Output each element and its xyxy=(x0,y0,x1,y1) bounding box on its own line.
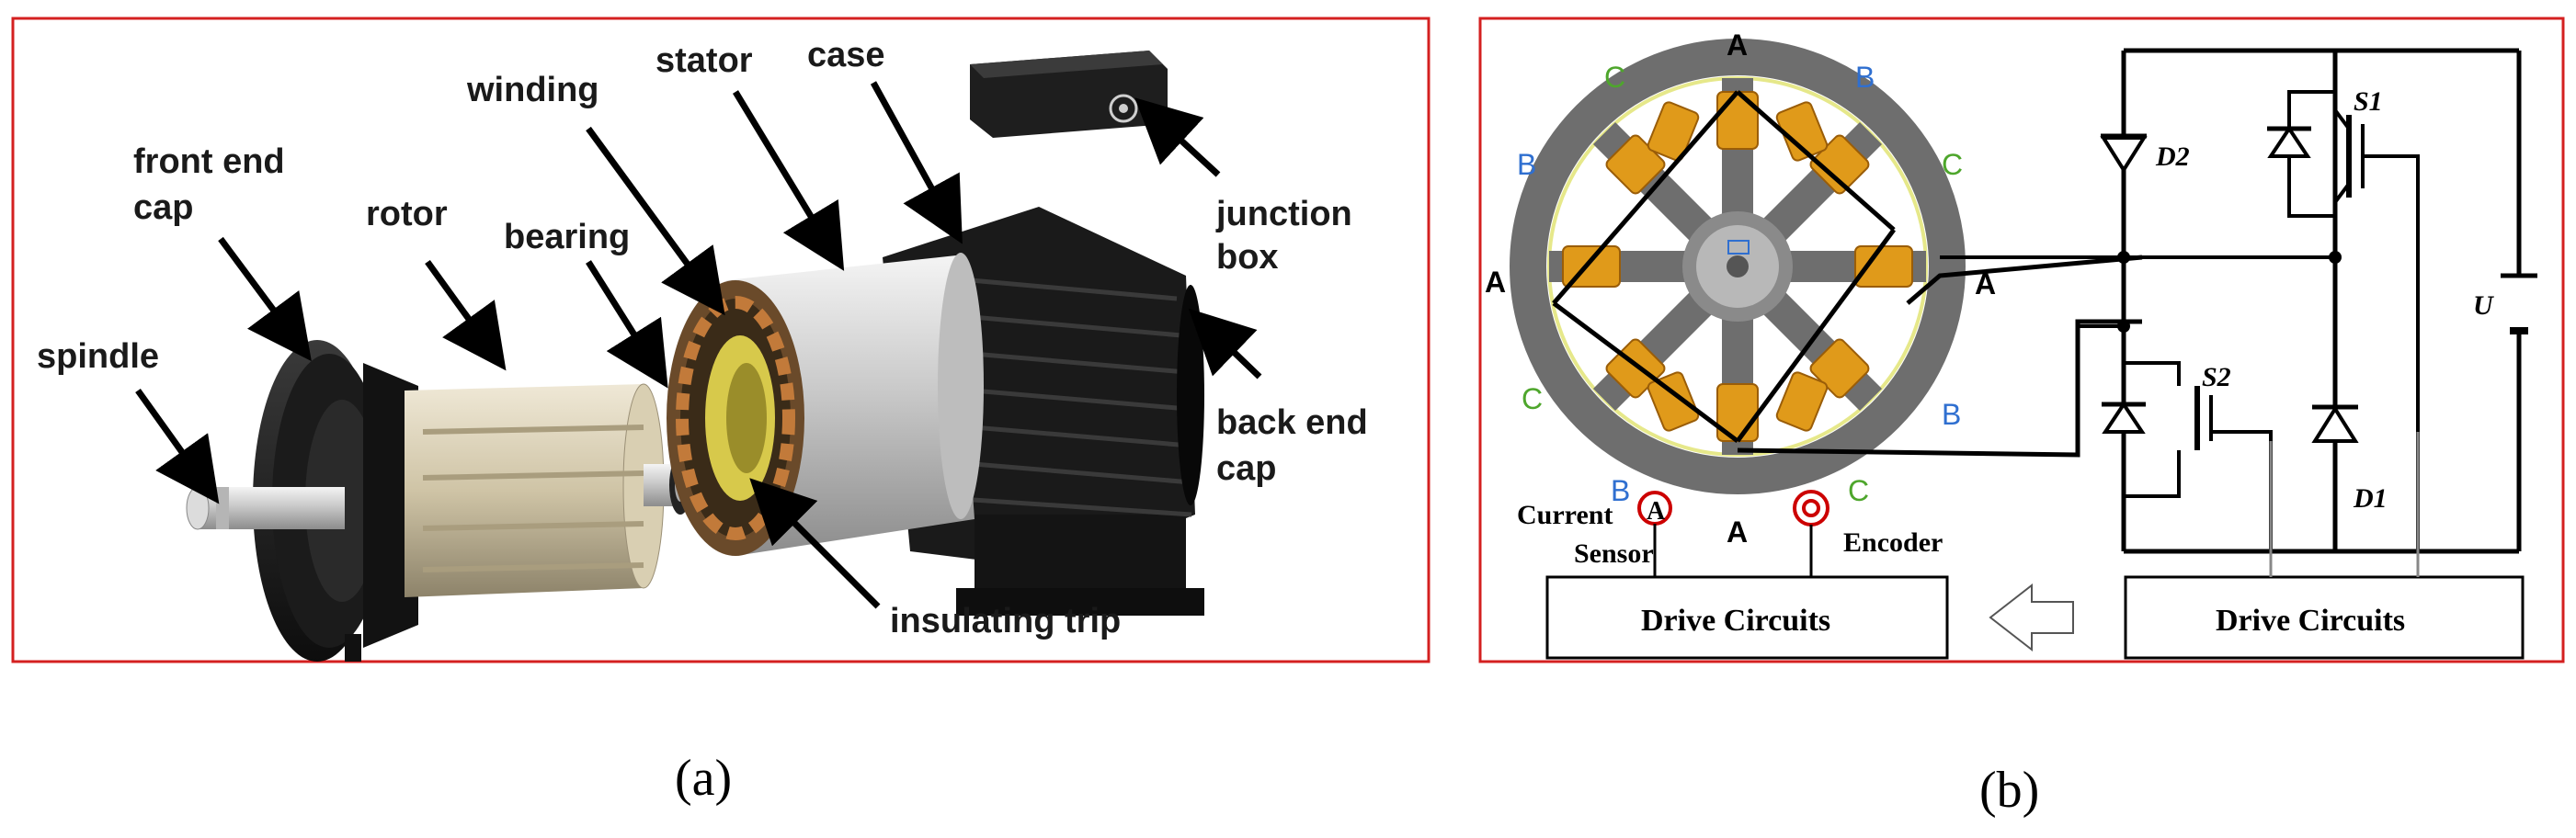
phase-label: A xyxy=(1727,515,1748,549)
sensor-symbol: A xyxy=(1647,497,1666,526)
phase-label: C xyxy=(1604,61,1625,94)
phase-label: B xyxy=(1611,474,1630,507)
current-sensor: A xyxy=(1637,491,1672,577)
drive-circuits-box-right xyxy=(2124,575,2525,660)
supply-u xyxy=(2501,273,2537,334)
arrow-bearing xyxy=(586,260,668,389)
switch-s1-label: S1 xyxy=(2354,86,2383,117)
label-box: box xyxy=(1216,238,1279,277)
label-bearing: bearing xyxy=(504,218,630,256)
diode-d1-label: D1 xyxy=(2353,483,2388,514)
label-winding: winding xyxy=(466,71,599,109)
caption-b: (b) xyxy=(1979,762,2039,819)
panel-a-arrows xyxy=(135,81,1262,609)
arrow-front-end-cap xyxy=(218,236,312,362)
encoder-label: Encoder xyxy=(1843,527,1943,558)
phase-label: A xyxy=(1485,266,1506,299)
stator-coils xyxy=(1562,91,1913,442)
label-rotor: rotor xyxy=(366,195,448,233)
winding-illustration xyxy=(676,296,795,540)
label-case: case xyxy=(807,36,885,74)
diode-d2-label: D2 xyxy=(2155,142,2190,172)
phase-label: C xyxy=(1522,382,1543,415)
label-stator: stator xyxy=(655,41,753,80)
arrow-stator xyxy=(733,90,845,271)
arrow-rotor xyxy=(425,259,507,371)
coil xyxy=(1647,101,1700,162)
label-insulating-trip: insulating trip xyxy=(890,602,1121,640)
phase-label: C xyxy=(1942,148,1963,181)
phase-label: A xyxy=(1727,28,1748,62)
signal-flow-arrow-icon xyxy=(1989,583,2074,652)
diode-d1: D1 xyxy=(2311,404,2388,514)
label-front-cap: cap xyxy=(133,188,193,227)
drive-circuits-label-right: Drive Circuits xyxy=(2216,604,2405,638)
arrow-case xyxy=(870,81,963,244)
rotor-illustration xyxy=(405,383,665,597)
arrow-spindle xyxy=(135,388,220,504)
arrow-winding xyxy=(586,126,725,316)
phase-label: B xyxy=(1942,398,1961,431)
current-sensor-label: Current xyxy=(1517,500,1613,530)
midpoint-connections xyxy=(1940,251,2342,333)
coil xyxy=(1854,245,1913,288)
spindle-illustration xyxy=(186,486,345,530)
caption-a: (a) xyxy=(675,750,732,807)
phase-label: C xyxy=(1848,474,1869,507)
drive-circuits-label-left: Drive Circuits xyxy=(1641,604,1830,638)
phase-a-winding-lines xyxy=(1552,90,2143,458)
label-back-end: back end xyxy=(1216,403,1368,442)
phase-label: B xyxy=(1517,148,1536,181)
current-sensor-label: Sensor xyxy=(1574,538,1654,569)
phase-label: A xyxy=(1975,267,1996,300)
supply-u-label: U xyxy=(2473,290,2494,321)
drive-circuits-box-left xyxy=(1545,575,1949,660)
arrow-insulating-trip xyxy=(749,478,881,609)
switch-s1 xyxy=(2267,74,2420,551)
junction-box-illustration xyxy=(970,51,1168,138)
switch-s2-label: S2 xyxy=(2202,362,2231,392)
coil xyxy=(1716,91,1759,150)
switch-s2 xyxy=(2102,361,2273,551)
label-back-cap: cap xyxy=(1216,449,1276,488)
panel-a: spindle front end cap rotor bearing wind… xyxy=(11,17,1430,807)
arrow-back-end-cap xyxy=(1188,308,1262,379)
label-junction: junction xyxy=(1215,195,1352,233)
coil xyxy=(1775,371,1829,432)
panel-b: A C B B C A A C B B A C A Current Sensor… xyxy=(1478,17,2565,819)
phase-labels: A C B B C A A C B B A C xyxy=(1485,28,1996,549)
gate-lines xyxy=(2269,432,2420,577)
encoder-icon xyxy=(1793,490,1829,577)
phase-label: B xyxy=(1855,61,1875,94)
coil xyxy=(1647,371,1700,432)
arrow-junction-box xyxy=(1134,97,1221,177)
diode-d2: D2 xyxy=(2100,133,2190,174)
label-spindle: spindle xyxy=(37,337,159,376)
label-front-end: front end xyxy=(133,142,285,181)
